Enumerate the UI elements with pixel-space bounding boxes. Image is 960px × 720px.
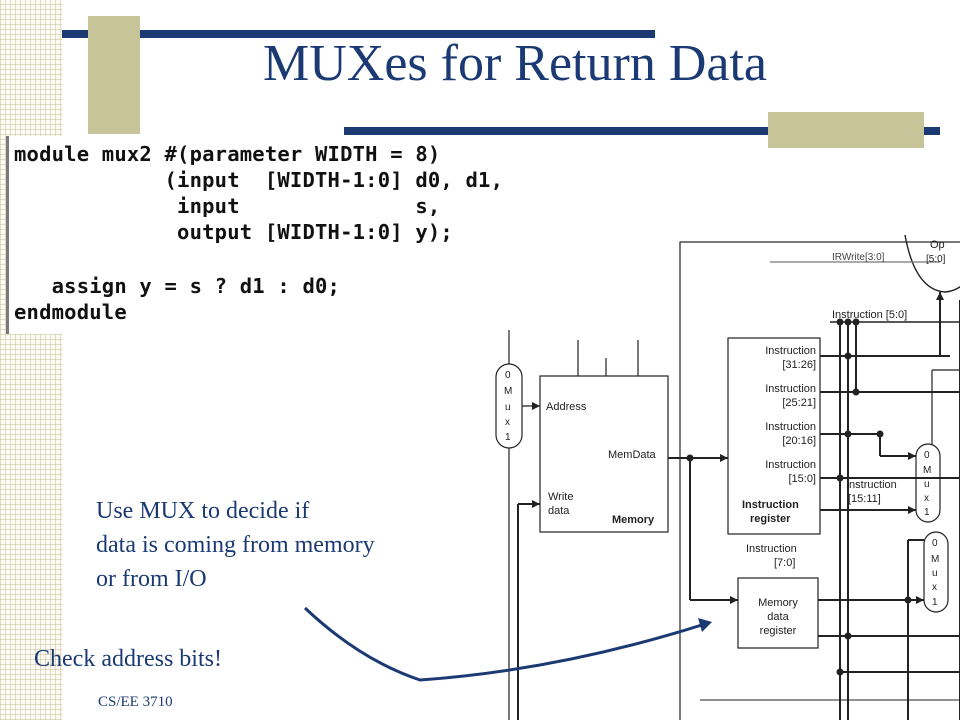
mux-right-2-shape [923, 531, 949, 613]
callout-line-2: data is coming from memory [96, 532, 375, 558]
mux-r1-label-1: 1 [924, 507, 930, 518]
mdr-label-3: register [760, 625, 797, 637]
ir-instr-25-21-b: [25:21] [782, 397, 816, 409]
code-line-3: input s, [14, 194, 441, 218]
mux-r1-label-0: 0 [924, 450, 930, 461]
memory-memdata-label: MemData [608, 449, 657, 461]
instr-15-11-b: [15:11] [848, 493, 881, 505]
instr-7-0-b: [7:0] [774, 557, 795, 569]
instruction-register-box [727, 337, 821, 535]
mux-r2-label-u: u [932, 568, 938, 579]
callout-line-3: or from I/O [96, 566, 207, 592]
instr-15-11-a: Instruction [846, 479, 897, 491]
code-block-border [6, 136, 9, 334]
mux-r1-label-m: M [923, 465, 931, 476]
mux-left-label-0: 0 [505, 370, 511, 381]
verilog-code-block: module mux2 #(parameter WIDTH = 8) (inpu… [6, 136, 506, 334]
control-region-box [679, 241, 960, 720]
memory-address-label: Address [546, 401, 587, 413]
title-bar-top [62, 30, 655, 38]
mux-left-label-u: u [505, 402, 511, 413]
title-bar-bottom [344, 127, 940, 135]
ir-instr-25-21-a: Instruction [765, 383, 816, 395]
ir-instr-31-26-a: Instruction [765, 345, 816, 357]
mux-left-label-1: 1 [505, 432, 511, 443]
callout-text: Use MUX to decide if data is coming from… [96, 494, 375, 596]
memory-data-register-box [737, 577, 819, 649]
code-line-1: module mux2 #(parameter WIDTH = 8) [14, 142, 441, 166]
ir-instr-15-0-a: Instruction [765, 459, 816, 471]
instr-7-0-a: Instruction [746, 543, 797, 555]
op-bits-label: [5:0] [926, 254, 946, 265]
ir-instr-20-16-a: Instruction [765, 421, 816, 433]
check-address-text: Check address bits! [34, 646, 222, 672]
callout-line-1: Use MUX to decide if [96, 498, 310, 524]
ir-name-2: register [750, 513, 791, 525]
code-line-7: endmodule [14, 300, 127, 324]
mux-r2-label-m: M [931, 554, 939, 565]
irwrite-label: IRWrite[3:0] [832, 252, 885, 263]
mux-r2-label-1: 1 [932, 597, 938, 608]
title-block-bottom [768, 112, 924, 148]
page-title: MUXes for Return Data [263, 35, 767, 92]
mux-left-label-x: x [505, 417, 510, 428]
mux-right-1-shape [915, 443, 941, 523]
memory-box [539, 375, 669, 533]
control-unit-shape [904, 234, 960, 293]
ir-instr-15-0-b: [15:0] [788, 473, 816, 485]
mdr-label-1: Memory [758, 597, 798, 609]
op-label: Op [930, 239, 945, 251]
memory-write-label: Write [548, 491, 573, 503]
callout-arrowhead [698, 618, 712, 632]
mux-r2-label-0: 0 [932, 538, 938, 549]
footer-course: CS/EE 3710 [98, 694, 173, 710]
mux-r1-label-u: u [924, 479, 930, 490]
left-decoration-band [0, 0, 62, 720]
callout-arrow [303, 606, 706, 682]
mux-r2-label-x: x [932, 582, 937, 593]
ir-instr-20-16-b: [20:16] [782, 435, 816, 447]
code-line-2: (input [WIDTH-1:0] d0, d1, [14, 168, 504, 192]
code-line-4: output [WIDTH-1:0] y); [14, 220, 453, 244]
code-line-6: assign y = s ? d1 : d0; [14, 274, 341, 298]
ir-name-1: Instruction [742, 499, 799, 511]
memory-name-label: Memory [612, 514, 655, 526]
mdr-label-2: data [767, 611, 789, 623]
ir-instr-31-26-b: [31:26] [782, 359, 816, 371]
memory-data-label: data [548, 505, 570, 517]
instruction-5-0-label: Instruction [5:0] [832, 309, 907, 321]
title-block-top [88, 16, 140, 134]
mux-left-label-m: M [504, 386, 512, 397]
mux-r1-label-x: x [924, 493, 929, 504]
